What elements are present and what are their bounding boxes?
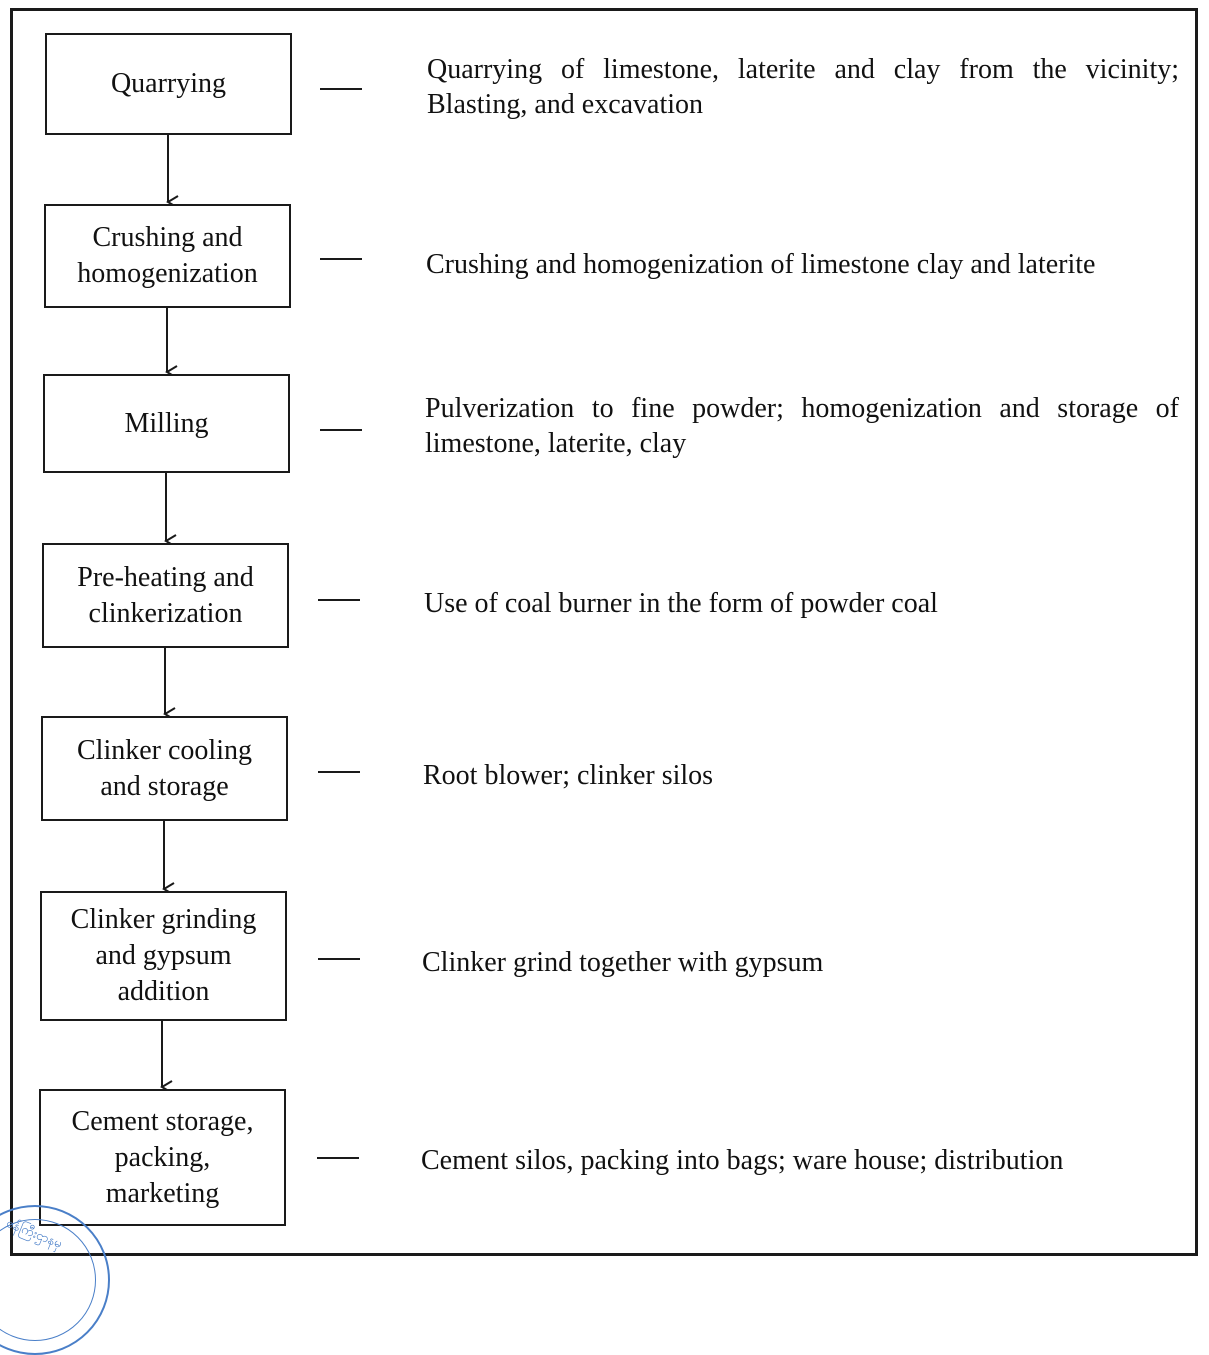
step-description: Pulverization to fine powder; homogeniza… <box>425 393 1179 459</box>
connector-dash <box>318 599 360 601</box>
step-box-crushing: Crushing and homogenization <box>44 204 291 308</box>
step-description: Clinker grind together with gypsum <box>422 947 824 978</box>
diagram-frame <box>10 8 1198 1256</box>
connector-dash <box>318 958 360 960</box>
connector-dash <box>320 88 362 90</box>
step-label: Clinker grinding and gypsum addition <box>70 904 257 1007</box>
step-box-clinker-cooling: Clinker cooling and storage <box>41 716 288 821</box>
step-box-milling: Milling <box>43 374 290 473</box>
step-box-preheating: Pre-heating and clinkerization <box>42 543 289 648</box>
step-description: Crushing and homogenization of limestone… <box>426 249 1096 280</box>
step-label: Crushing and homogenization <box>77 222 258 289</box>
step-box-cement-storage: Cement storage, packing, marketing <box>39 1089 286 1226</box>
step-label: Milling <box>124 407 209 439</box>
step-description: Root blower; clinker silos <box>423 760 714 791</box>
connector-dash <box>320 429 362 431</box>
step-box-clinker-grinding: Clinker grinding and gypsum addition <box>40 891 287 1021</box>
step-description: Use of coal burner in the form of powder… <box>424 588 938 619</box>
step-box-quarrying: Quarrying <box>45 33 292 135</box>
step-label: Pre-heating and clinkerization <box>77 561 254 629</box>
step-label: Clinker cooling and storage <box>77 734 252 802</box>
connector-dash <box>320 258 362 260</box>
step-label: Quarrying <box>110 68 227 99</box>
step-description: Quarrying of limestone, laterite and cla… <box>427 54 1179 120</box>
connector-dash <box>318 771 360 773</box>
step-description: Cement silos, packing into bags; ware ho… <box>421 1145 1064 1176</box>
step-label: Cement storage, packing, marketing <box>71 1105 254 1209</box>
connector-dash <box>317 1157 359 1159</box>
